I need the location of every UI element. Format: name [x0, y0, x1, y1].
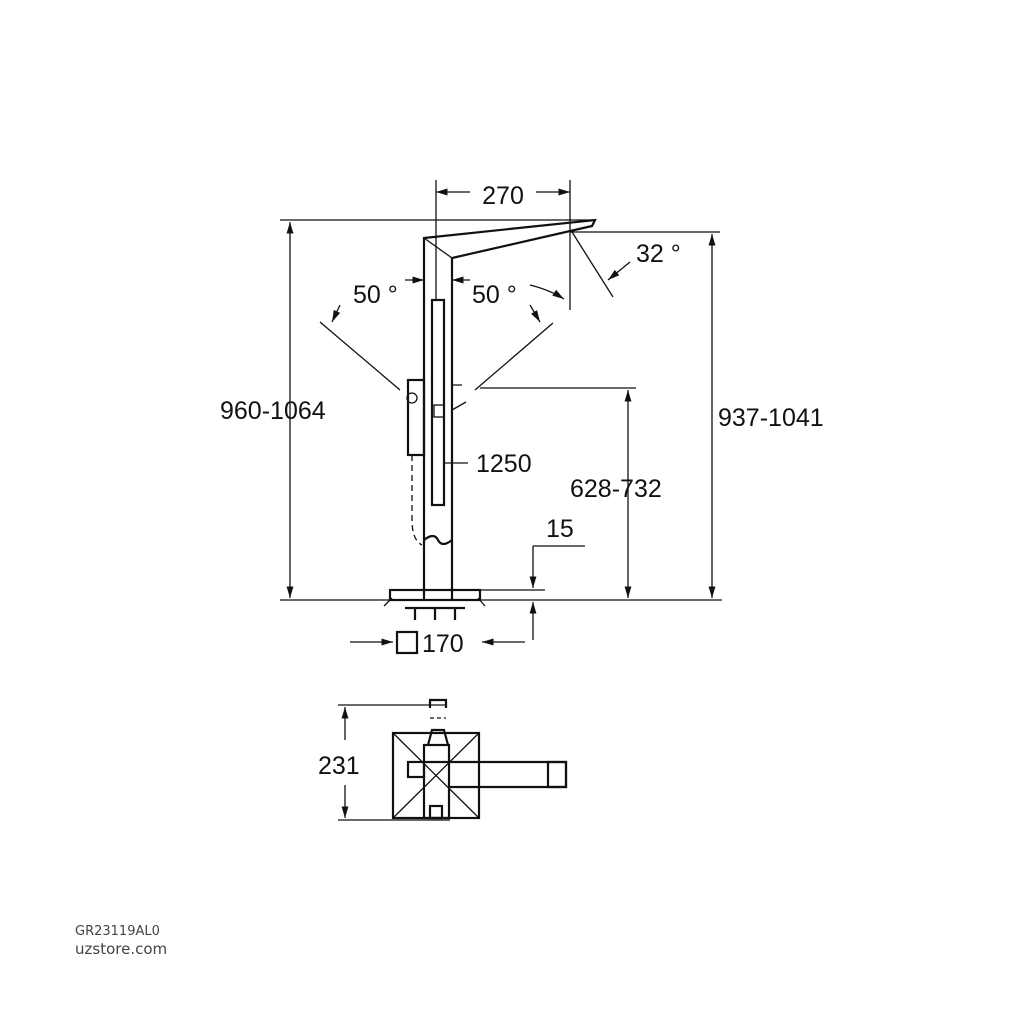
dim-960-1064: 960-1064: [220, 397, 326, 425]
dim-270: 270: [482, 182, 524, 210]
dim-50-degrees-left: 50 °: [353, 281, 398, 309]
dim-32-degrees: 32 °: [636, 240, 681, 268]
handle: [406, 378, 426, 457]
faucet-top-view: [338, 698, 568, 821]
dim-231: 231: [318, 752, 360, 780]
dim-15: 15: [546, 515, 574, 543]
square-symbol: [395, 630, 419, 655]
dim-50-degrees-right: 50 °: [472, 281, 517, 309]
dim-628-732: 628-732: [570, 475, 662, 503]
dim-937-1041: 937-1041: [718, 404, 824, 432]
dimension-lines: [280, 180, 722, 655]
hand-shower: [430, 298, 446, 507]
website-label: uzstore.com: [75, 940, 168, 958]
faucet-body: [422, 218, 597, 600]
dim-170: 170: [422, 630, 464, 658]
break-mark: [423, 534, 453, 546]
product-code: GR23119AL0: [75, 924, 160, 939]
base-plate: [388, 588, 482, 602]
dim-1250: 1250: [476, 450, 532, 478]
faucet-front-view: [383, 218, 597, 620]
